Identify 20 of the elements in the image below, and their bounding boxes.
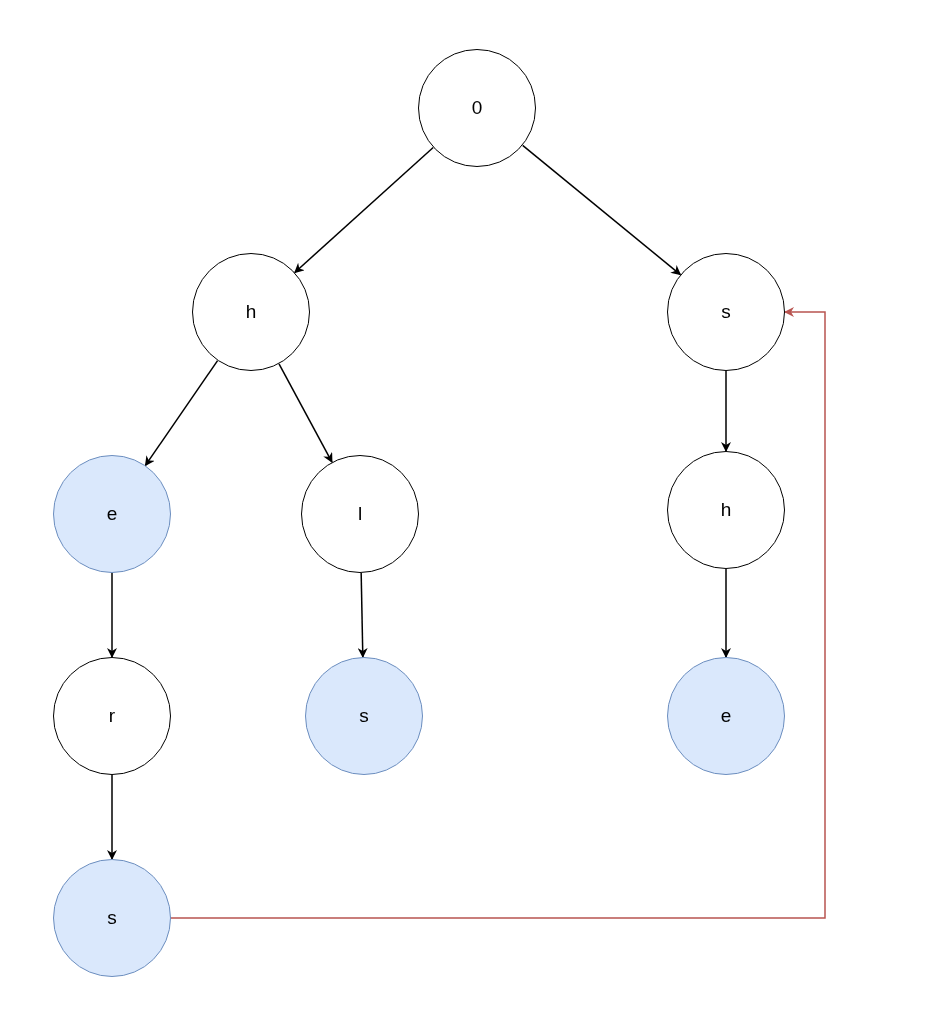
node-label: e — [106, 503, 118, 525]
node-label: s — [107, 907, 117, 929]
arrow — [357, 572, 368, 658]
node-label: l — [357, 503, 363, 525]
node-label: h — [245, 301, 257, 323]
arrow — [294, 146, 434, 274]
arrow — [721, 370, 731, 452]
arrow — [107, 774, 117, 860]
node-label: e — [720, 705, 732, 727]
node-label: 0 — [471, 97, 483, 119]
arrow — [170, 307, 826, 919]
node-label: r — [108, 705, 116, 727]
arrow — [721, 568, 731, 658]
arrow — [144, 359, 219, 467]
arrow — [278, 363, 333, 463]
node-label: h — [720, 499, 732, 521]
arrow — [107, 572, 117, 658]
node-label: s — [721, 301, 731, 323]
arrow — [521, 144, 682, 276]
node-label: s — [359, 705, 369, 727]
